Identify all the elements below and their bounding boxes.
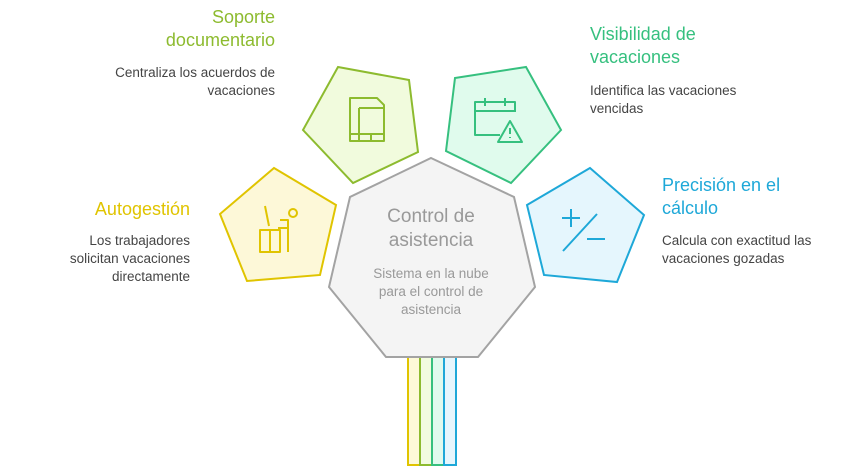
pentagon-visibilidad <box>444 65 563 185</box>
precision-desc: Calcula con exactitud las vacaciones goz… <box>662 233 812 266</box>
pentagon-soporte <box>301 65 420 185</box>
visibilidad-title: Visibilidad de vacaciones <box>590 24 696 67</box>
center-desc: Sistema en la nube para el control de as… <box>373 266 489 317</box>
pentagon-autogestion <box>218 166 338 283</box>
person-desk-icon <box>259 205 298 253</box>
pentagon-precision <box>525 166 646 284</box>
center-title: Control de asistencia <box>387 206 475 251</box>
stem-bars <box>407 356 457 466</box>
autogestion-title: Autogestión <box>94 199 190 219</box>
autogestion-desc: Los trabajadores solicitan vacaciones di… <box>69 233 190 284</box>
plus-minus-icon <box>562 209 605 252</box>
soporte-title: Soporte documentario <box>165 7 275 50</box>
calendar-warning-icon <box>474 98 523 143</box>
document-icon <box>349 97 385 142</box>
center-heptagon <box>327 156 537 358</box>
visibilidad-desc: Identifica las vacaciones vencidas <box>590 83 737 116</box>
soporte-desc: Centraliza los acuerdos de vacaciones <box>115 65 275 98</box>
precision-title: Precisión en el cálculo <box>662 175 781 218</box>
